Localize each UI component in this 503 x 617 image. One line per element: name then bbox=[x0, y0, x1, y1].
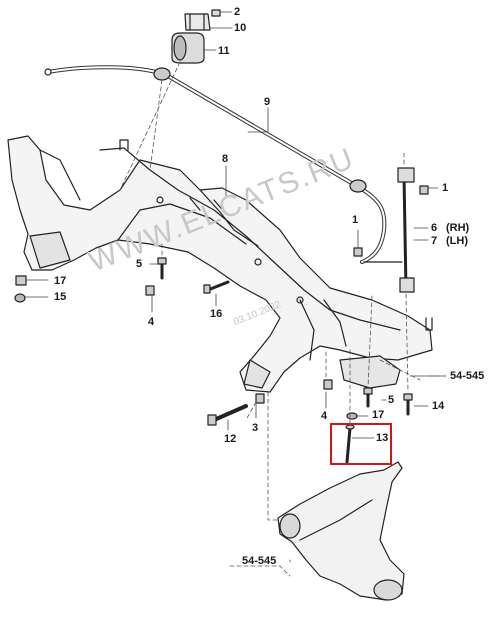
assembly-dashes bbox=[119, 61, 441, 577]
callout-1-bar[interactable]: 1 bbox=[352, 214, 359, 226]
stabilizer-bushing-top bbox=[184, 9, 221, 31]
stabilizer-bar bbox=[44, 65, 387, 264]
stabilizer-link bbox=[363, 167, 415, 293]
lower-control-arm bbox=[277, 461, 405, 601]
side-rh: (RH) bbox=[446, 222, 470, 234]
callout-10[interactable]: 10 bbox=[234, 22, 247, 34]
callout-8[interactable]: 8 bbox=[222, 153, 229, 165]
front-subframe bbox=[7, 135, 433, 393]
callout-54-545-top[interactable]: 54-545 bbox=[450, 370, 485, 382]
callout-11[interactable]: 11 bbox=[218, 45, 230, 57]
callout-5-right[interactable]: 5 bbox=[388, 394, 395, 406]
callout-2[interactable]: 2 bbox=[234, 6, 241, 18]
bolt-5-right bbox=[363, 387, 373, 408]
callout-9[interactable]: 9 bbox=[264, 96, 271, 108]
callout-7[interactable]: 7 bbox=[431, 235, 438, 247]
callout-54-545-bottom[interactable]: 54-545 bbox=[242, 555, 277, 567]
callout-4-left[interactable]: 4 bbox=[148, 316, 155, 328]
bolt-5-left bbox=[157, 257, 167, 280]
bolt-14 bbox=[403, 393, 413, 416]
callout-1-link[interactable]: 1 bbox=[442, 182, 449, 194]
highlight-box bbox=[330, 423, 392, 465]
bolt-12 bbox=[207, 404, 248, 426]
callout-16[interactable]: 16 bbox=[210, 308, 223, 320]
callout-5-left[interactable]: 5 bbox=[136, 258, 143, 270]
callout-4-right[interactable]: 4 bbox=[321, 410, 328, 422]
callout-12[interactable]: 12 bbox=[224, 433, 237, 445]
callout-6[interactable]: 6 bbox=[431, 222, 438, 234]
callout-17-right[interactable]: 17 bbox=[372, 409, 385, 421]
bolt-16 bbox=[203, 280, 230, 294]
stabilizer-bushing bbox=[171, 32, 205, 64]
callout-3[interactable]: 3 bbox=[252, 422, 259, 434]
callout-13[interactable]: 13 bbox=[376, 432, 389, 444]
side-lh: (LH) bbox=[446, 235, 468, 247]
callout-15[interactable]: 15 bbox=[54, 291, 67, 303]
nuts bbox=[14, 185, 429, 420]
callout-17-left[interactable]: 17 bbox=[54, 275, 67, 287]
callout-14[interactable]: 14 bbox=[432, 400, 445, 412]
bolt-13 bbox=[345, 424, 355, 464]
